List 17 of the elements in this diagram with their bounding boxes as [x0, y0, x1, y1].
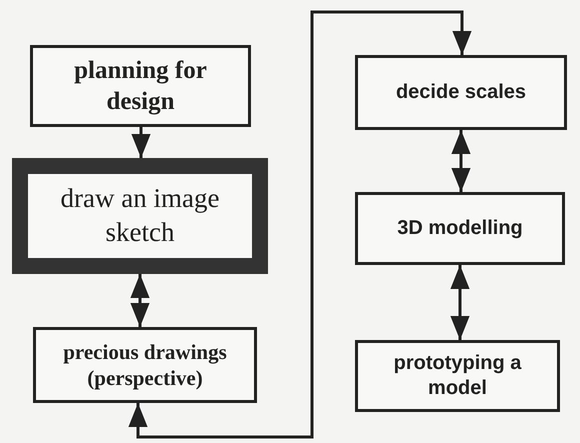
process-box: [33, 327, 257, 403]
process-box: [355, 192, 565, 265]
box-text: decide scales: [394, 80, 528, 105]
process-box: [355, 340, 560, 412]
arrow: [128, 10, 472, 438]
arrow: [450, 265, 470, 340]
box-text: precious drawings (perspective): [62, 338, 228, 392]
box-text: draw an image sketch: [60, 182, 220, 249]
arrow: [130, 274, 150, 327]
box-text: 3D modelling: [396, 216, 524, 241]
process-box: [30, 45, 251, 127]
process-box: [12, 158, 268, 274]
arrow: [131, 127, 151, 158]
arrow: [451, 130, 471, 192]
process-box: [355, 55, 567, 130]
box-text: prototyping a model: [392, 351, 522, 401]
box-text: planning for design: [73, 56, 208, 117]
